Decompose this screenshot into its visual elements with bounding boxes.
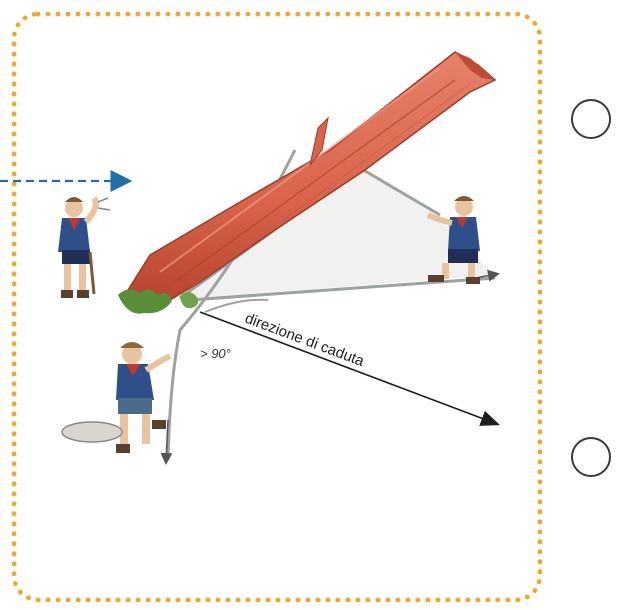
rope <box>359 166 441 217</box>
scout-figure <box>61 342 172 453</box>
scout-figure <box>58 196 111 298</box>
angle-arc <box>204 298 269 313</box>
angle-label: > 90° <box>200 346 231 361</box>
scout-figure <box>426 196 480 284</box>
dotted-frame <box>12 12 542 602</box>
tree-trunk <box>118 51 497 314</box>
arrow <box>160 419 173 465</box>
fall-direction-label: direzione di caduta <box>243 310 367 370</box>
answer-circle[interactable] <box>571 437 611 477</box>
rope-triangle <box>175 170 495 300</box>
fall-direction-arrow <box>199 311 500 426</box>
rope <box>189 276 496 302</box>
answer-circle[interactable] <box>571 99 611 139</box>
